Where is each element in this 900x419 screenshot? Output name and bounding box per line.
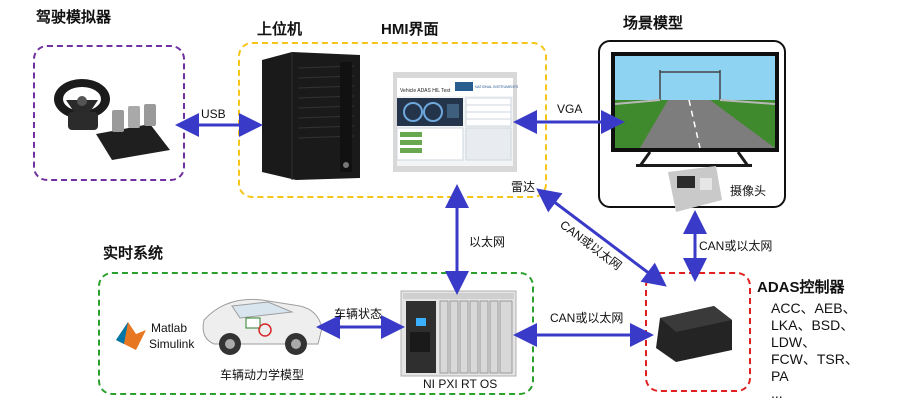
- camera-label: 摄像头: [730, 184, 767, 198]
- adas-controller-title: ADAS控制器: [757, 279, 845, 296]
- realtime-system-title: 实时系统: [103, 245, 164, 262]
- adas-function-item: ACC、AEB、: [771, 300, 857, 316]
- adas-function-item: LKA、BSD、: [771, 317, 855, 333]
- radar-label: 雷达: [511, 180, 536, 194]
- host-pc-title: 上位机: [257, 21, 303, 38]
- driving-simulator-title: 驾驶模拟器: [36, 9, 112, 26]
- can-eth-camera-label: CAN或以太网: [699, 239, 773, 253]
- adas-function-item: FCW、TSR、: [771, 351, 859, 367]
- pxi-chassis-icon: [400, 290, 517, 377]
- matlab-label: Matlab: [151, 321, 188, 335]
- tv-icon: [611, 52, 779, 167]
- radar-can-link-arrow: [536, 188, 667, 287]
- pedals-icon: [96, 104, 170, 160]
- workstation-tower-icon: [262, 52, 360, 180]
- adas-function-list: ACC、AEB、 LKA、BSD、 LDW、 FCW、TSR、 PA ...: [771, 300, 859, 402]
- vga-label: VGA: [557, 102, 583, 116]
- vehicle-model-label: 车辆动力学模型: [220, 368, 305, 382]
- adas-function-item: ...: [771, 385, 783, 401]
- hmi-title: HMI界面: [381, 21, 439, 38]
- scene-model-title: 场景模型: [623, 15, 684, 32]
- steering-wheel-icon: [54, 79, 110, 130]
- hmi-screen-title: Vehicle ADAS HIL Test: [400, 88, 451, 94]
- car-model-icon: [202, 298, 323, 355]
- can-eth-pxi-label: CAN或以太网: [550, 311, 624, 325]
- usb-label: USB: [201, 107, 226, 121]
- matlab-logo-icon: [116, 322, 146, 350]
- adas-function-item: PA: [771, 368, 789, 384]
- simulink-label: Simulink: [149, 337, 195, 351]
- monitor-icon: [393, 72, 517, 172]
- adas-function-item: LDW、: [771, 334, 817, 350]
- ecu-box-icon: [656, 306, 732, 362]
- vehicle-state-label: 车辆状态: [334, 307, 383, 321]
- pxi-label: NI PXI RT OS: [423, 377, 498, 391]
- ethernet-label: 以太网: [469, 235, 506, 249]
- camera-sensor-icon: [668, 166, 722, 212]
- hmi-screen-logo: NATIONAL INSTRUMENTS: [475, 85, 519, 89]
